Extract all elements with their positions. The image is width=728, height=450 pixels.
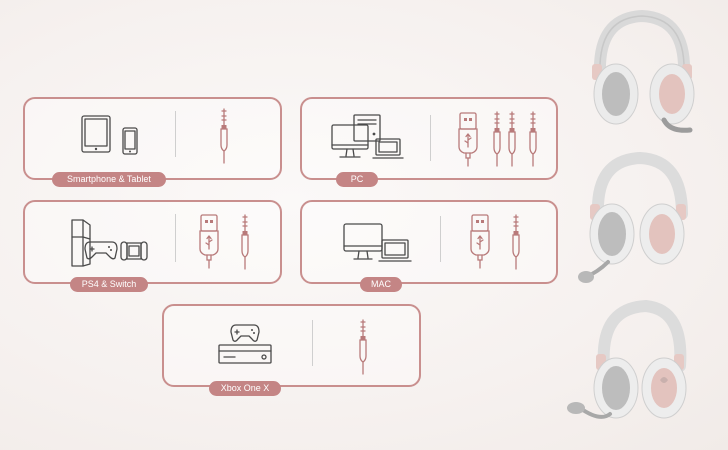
- card-xbox-one-x: Xbox One X: [162, 304, 421, 396]
- card-label-pc: PC: [336, 172, 378, 187]
- headset-image: [592, 9, 695, 133]
- card-smartphone-tablet: Smartphone & Tablet: [23, 97, 282, 187]
- card-mac: MAC: [300, 200, 558, 292]
- xbox-console-icon: [218, 344, 272, 364]
- card-label-smartphone-tablet: Smartphone & Tablet: [52, 172, 166, 187]
- headphone-jack-icon: [238, 213, 252, 271]
- card-label-mac: MAC: [360, 277, 402, 292]
- card-divider: [440, 216, 441, 262]
- card-divider: [430, 115, 431, 161]
- headset-image: [567, 299, 687, 419]
- card-divider: [175, 111, 176, 157]
- card-divider: [312, 320, 313, 366]
- card-divider: [175, 214, 176, 262]
- headphone-jack-icon: [217, 107, 231, 165]
- card-label-ps4-switch: PS4 & Switch: [70, 277, 148, 292]
- usb-plug-icon: [457, 111, 479, 167]
- smartphone-icon: [122, 127, 138, 155]
- xbox-controller-icon: [230, 324, 260, 342]
- ps4-console-icon: [71, 219, 91, 267]
- card-ps4-switch: PS4 & Switch: [23, 200, 282, 292]
- switch-console-icon: [120, 241, 148, 261]
- headset-image: [578, 152, 688, 283]
- gamepad-icon: [84, 241, 118, 260]
- headphone-jack-icon: [505, 110, 519, 168]
- usb-plug-icon: [469, 213, 491, 269]
- imac-icon: [343, 223, 383, 260]
- card-pc: PC: [300, 97, 558, 187]
- desktop-tower-icon: [353, 114, 381, 142]
- laptop-icon: [372, 138, 404, 159]
- card-label-xbox-one-x: Xbox One X: [209, 381, 281, 396]
- tablet-icon: [81, 115, 111, 153]
- laptop-icon: [378, 239, 412, 262]
- headphone-jack-icon: [490, 110, 504, 168]
- headphone-jack-icon: [509, 213, 523, 271]
- headphone-jack-icon: [356, 318, 370, 376]
- headphone-jack-icon: [526, 110, 540, 168]
- monitor-icon: [331, 124, 369, 158]
- usb-plug-icon: [198, 213, 220, 269]
